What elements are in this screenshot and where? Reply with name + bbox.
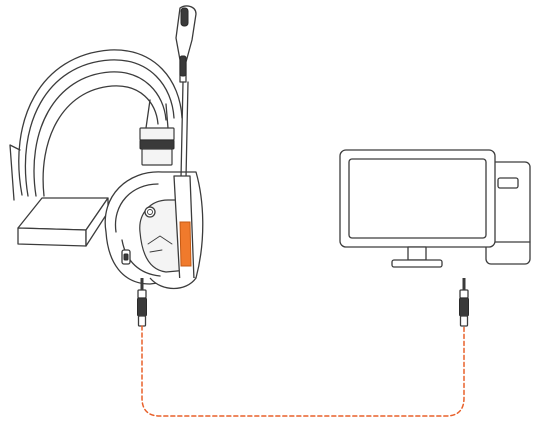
desktop-computer-icon — [339, 149, 531, 268]
headband-slider — [139, 127, 175, 141]
monitor-screen — [348, 158, 487, 239]
accent-slider — [179, 221, 192, 267]
computer-audio-plug — [459, 278, 469, 327]
headset-audio-plug — [137, 278, 147, 327]
connection-cable-dashed — [141, 325, 465, 417]
headset-icon — [9, 5, 204, 290]
volume-knob — [144, 206, 156, 218]
